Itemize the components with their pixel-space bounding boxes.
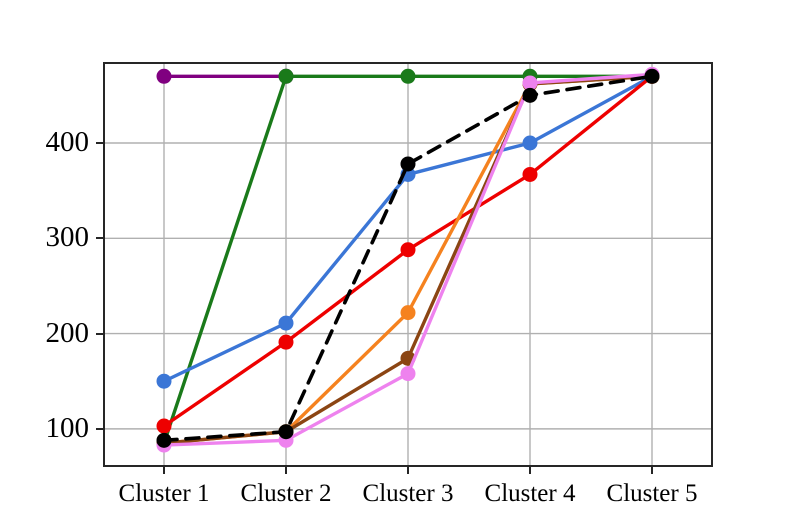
x-tick-label: Cluster 4 [484, 480, 576, 507]
x-tick-label: Cluster 2 [240, 480, 332, 507]
y-tick-label: 100 [45, 411, 90, 444]
x-tickmark [285, 467, 287, 474]
x-tickmark [407, 467, 409, 474]
chart-canvas [103, 62, 713, 467]
y-tick-label: 400 [45, 126, 90, 158]
y-tick-label: 200 [45, 316, 90, 349]
x-tickmark [529, 467, 531, 474]
x-tick-label: Cluster 3 [362, 480, 454, 507]
series-black-dashed [156, 68, 660, 448]
y-tickmark [96, 332, 103, 335]
x-tick-label: Cluster 5 [606, 480, 698, 507]
y-tickmark [96, 427, 103, 430]
y-tickmark [96, 142, 103, 144]
x-tickmark [651, 467, 653, 474]
x-tickmark [163, 467, 165, 474]
plot-area [103, 62, 713, 467]
series-purple [156, 68, 294, 84]
y-tick-label: 300 [45, 221, 90, 254]
y-tickmark [96, 237, 103, 240]
x-tick-label: Cluster 1 [118, 480, 210, 507]
gridlines [103, 62, 713, 467]
